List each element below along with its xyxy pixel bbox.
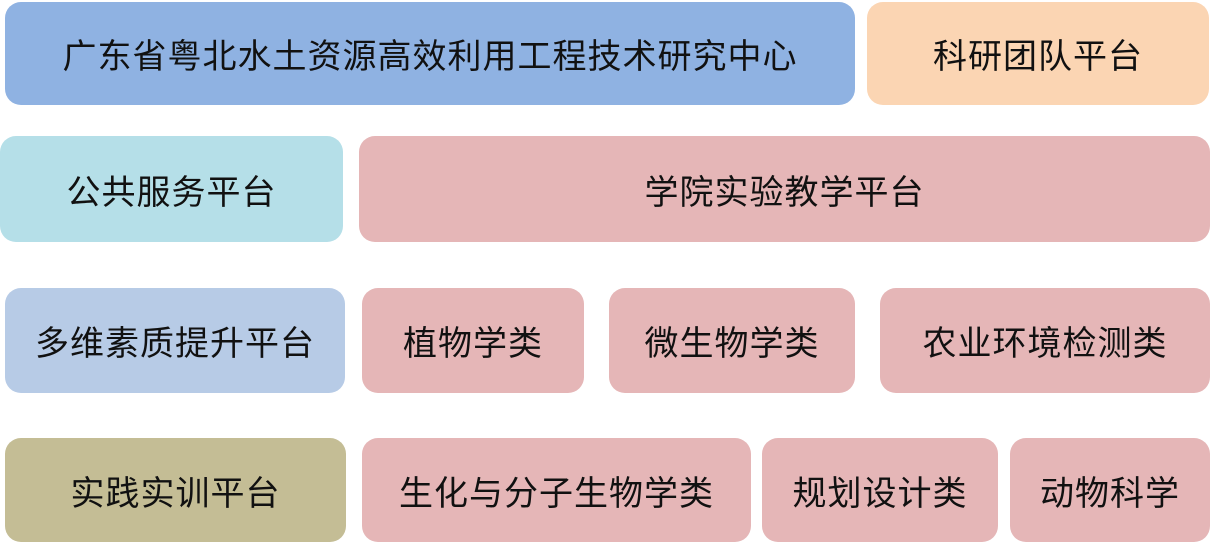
teaching-platform-label: 学院实验教学平台 xyxy=(644,172,925,213)
research-team-platform-label: 科研团队平台 xyxy=(933,37,1143,77)
microbes-category-box: 微生物学类 xyxy=(609,288,855,393)
plants-category-label: 植物学类 xyxy=(403,324,543,364)
research-team-platform-box: 科研团队平台 xyxy=(867,2,1209,105)
env-monitoring-category-label: 农业环境检测类 xyxy=(922,324,1168,364)
engineering-center-box: 广东省粤北水土资源高效利用工程技术研究中心 xyxy=(5,2,855,105)
engineering-center-label: 广东省粤北水土资源高效利用工程技术研究中心 xyxy=(62,37,798,77)
planning-category-label: 规划设计类 xyxy=(792,473,968,514)
biochem-category-label: 生化与分子生物学类 xyxy=(399,473,714,514)
practice-platform-box: 实践实训平台 xyxy=(5,438,346,542)
practice-platform-label: 实践实训平台 xyxy=(70,473,281,514)
public-service-platform-label: 公共服务平台 xyxy=(66,172,277,213)
teaching-platform-box: 学院实验教学平台 xyxy=(359,136,1210,242)
planning-category-box: 规划设计类 xyxy=(762,438,998,542)
plants-category-box: 植物学类 xyxy=(362,288,584,393)
env-monitoring-category-box: 农业环境检测类 xyxy=(880,288,1210,393)
public-service-platform-box: 公共服务平台 xyxy=(0,136,343,242)
microbes-category-label: 微生物学类 xyxy=(644,324,820,364)
quality-platform-label: 多维素质提升平台 xyxy=(35,324,315,364)
biochem-category-box: 生化与分子生物学类 xyxy=(362,438,751,542)
quality-platform-box: 多维素质提升平台 xyxy=(5,288,345,393)
animal-science-box: 动物科学 xyxy=(1010,438,1210,542)
animal-science-label: 动物科学 xyxy=(1040,473,1180,514)
